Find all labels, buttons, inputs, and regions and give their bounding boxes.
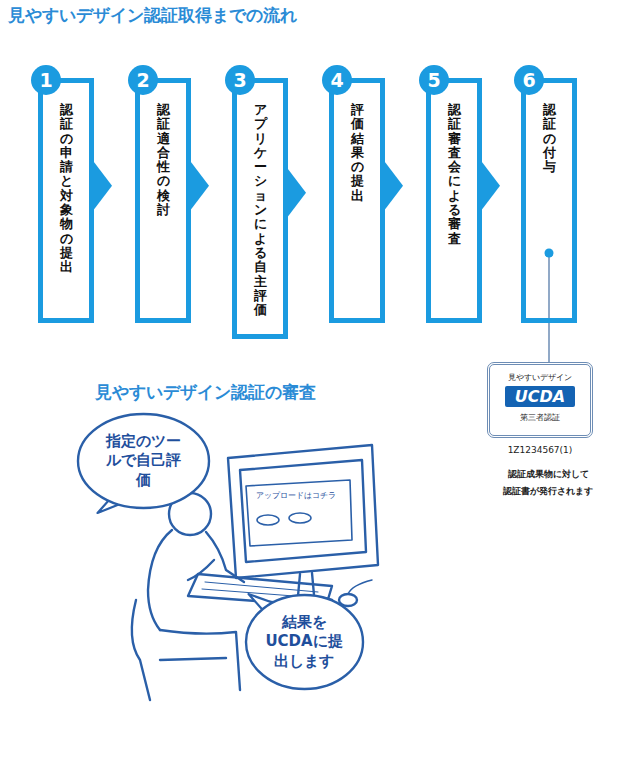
step-label: 認証審査会による審査 — [448, 103, 461, 246]
step-number: 1 — [31, 65, 61, 95]
chevron-arrow — [190, 161, 209, 211]
flow-connector — [190, 161, 209, 211]
bubble-text: 指定のツールで自己評価 — [99, 432, 187, 491]
process-step-box: 2認証適合性の検討 — [135, 78, 191, 323]
process-step-box: 5認証審査会による審査 — [426, 78, 482, 323]
section-heading: 見やすいデザイン認証の審査 — [95, 381, 316, 404]
step-label: 認証の申請と対象物の提出 — [60, 103, 73, 275]
connector-dot — [545, 249, 554, 258]
chevron-arrow — [481, 161, 500, 211]
badge-logo-row: UCDA — [490, 383, 590, 407]
process-step-box: 1認証の申請と対象物の提出 — [38, 78, 94, 323]
badge-logo: UCDA — [505, 386, 575, 407]
step-number: 5 — [419, 65, 449, 95]
process-step-box: 3アプリケーションによる自主評価 — [232, 78, 288, 339]
body — [148, 530, 244, 630]
bubble-ellipse — [246, 595, 363, 689]
process-step-box: 4評価結果の提出 — [329, 78, 385, 323]
leader-line — [548, 253, 550, 362]
step-number: 6 — [514, 65, 544, 95]
badge-text: 第三者認証 — [490, 412, 590, 423]
step-label: 評価結果の提出 — [351, 103, 364, 203]
bubble-text: 結果をUCDAに提出します — [265, 613, 343, 672]
flow-connector — [287, 168, 306, 218]
flow-connector — [481, 161, 500, 211]
bubble-tail-hidden — [188, 545, 265, 612]
mouse-cord — [348, 580, 372, 594]
chevron-arrow — [287, 168, 306, 218]
certification-badge: 見やすいデザインUCDA第三者認証1Z1234567(1) — [487, 362, 593, 438]
badge-text: 見やすいデザイン — [490, 372, 590, 383]
speech-bubble: 結果をUCDAに提出します — [244, 593, 365, 691]
speech-bubble: 指定のツールで自己評価 — [76, 412, 211, 510]
button — [257, 515, 279, 525]
process-step-box: 6認証の付与 — [521, 78, 577, 323]
badge-text: 1Z1234567(1) — [490, 445, 590, 455]
chair — [132, 600, 240, 700]
diagram-title: 見やすいデザイン認証取得までの流れ — [8, 4, 297, 27]
chevron-arrow — [384, 161, 403, 211]
flow-connector — [545, 249, 554, 363]
screen — [240, 460, 366, 562]
button — [289, 513, 311, 523]
screen-text: アップロードはコチラ — [254, 490, 338, 501]
step-number: 4 — [322, 65, 352, 95]
window — [246, 480, 352, 546]
step-label: 認証適合性の検討 — [157, 103, 170, 217]
flow-connector — [93, 161, 112, 211]
badge-caption: 認証成果物に対して 認証書が発行されます — [488, 466, 608, 500]
flow-connector — [384, 161, 403, 211]
step-number: 2 — [128, 65, 158, 95]
step-label: 認証の付与 — [543, 103, 556, 174]
chevron-arrow — [93, 161, 112, 211]
bubble-ellipse — [78, 414, 209, 508]
step-number: 3 — [225, 65, 255, 95]
mouse — [339, 594, 357, 606]
step-label: アプリケーションによる自主評価 — [254, 103, 267, 317]
monitor — [228, 445, 378, 578]
